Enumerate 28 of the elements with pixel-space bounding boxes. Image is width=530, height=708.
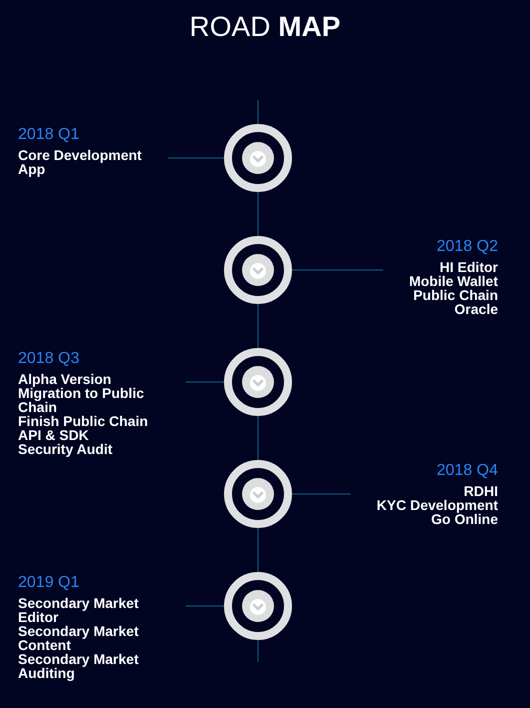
quarter-label: 2019 Q1 [18, 573, 80, 593]
milestone-item: Public Chain [412, 288, 498, 302]
milestone-item: Core Development [18, 148, 143, 162]
target-circle [224, 572, 292, 640]
quarter-label: 2018 Q2 [436, 237, 498, 257]
milestone-item: Secondary Market Auditing [18, 652, 140, 680]
page-title: ROAD MAP [190, 10, 340, 44]
milestone-item: Security Audit [18, 442, 114, 456]
milestone-item: API & SDK [18, 428, 90, 442]
quarter-label: 2018 Q1 [18, 125, 80, 145]
milestone-item: Migration to Public Chain [18, 386, 145, 414]
milestone-item: Secondary Market Editor [18, 596, 140, 624]
quarter-label: 2018 Q3 [18, 349, 80, 369]
milestone-item: Alpha Version [18, 372, 112, 386]
quarter-label: 2018 Q4 [436, 461, 498, 481]
milestone-item: Mobile Wallet [408, 274, 498, 288]
milestone-item: Go Online [431, 512, 498, 526]
milestone-item: RDHI [462, 484, 498, 498]
milestone-item: Finish Public Chain [18, 414, 149, 428]
milestone-item: HI Editor [438, 260, 498, 274]
milestone-item: App [18, 162, 46, 176]
target-circle [224, 348, 292, 416]
milestone-item: Secondary Market Content [18, 624, 140, 652]
target-circle [224, 460, 292, 528]
target-circle [224, 236, 292, 304]
milestone-item: KYC Development [376, 498, 498, 512]
target-circle [224, 124, 292, 192]
milestone-item: Oracle [453, 302, 498, 316]
